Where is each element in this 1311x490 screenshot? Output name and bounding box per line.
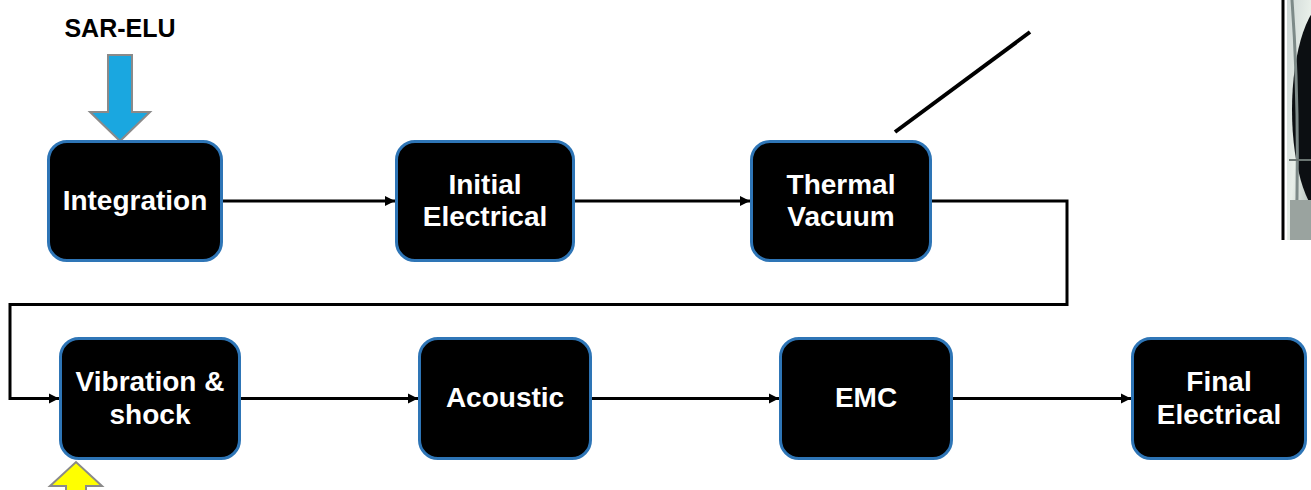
arrow-head (385, 196, 395, 206)
leader-line (895, 32, 1030, 132)
arrow-head (769, 394, 779, 404)
arrow-head (408, 394, 418, 404)
box-text: Final Electrical (1141, 366, 1297, 430)
input-label: SAR-ELU (64, 14, 175, 43)
process-box: Integration (47, 140, 223, 262)
flow-connector (575, 200, 750, 203)
box-text: Integration (63, 185, 208, 217)
photo-border (1282, 0, 1285, 240)
process-box: Initial Electrical (395, 140, 575, 262)
box-text: Thermal Vacuum (761, 169, 921, 233)
box-text: Vibration & shock (70, 366, 230, 430)
box-text: Acoustic (446, 382, 564, 414)
arrow-head (1121, 394, 1131, 404)
process-box: Final Electrical (1131, 337, 1307, 460)
box-text: Initial Electrical (406, 169, 564, 233)
process-box: Vibration & shock (59, 337, 241, 460)
arrow-head (740, 196, 750, 206)
process-box: Thermal Vacuum (750, 140, 932, 262)
flow-connector (592, 397, 779, 400)
flow-connector (223, 200, 395, 203)
box-text: EMC (835, 382, 897, 414)
arrow-head (49, 394, 59, 404)
process-box: EMC (779, 337, 953, 460)
input-arrow (90, 55, 150, 141)
flow-connector (953, 397, 1131, 400)
input-arrow (50, 462, 102, 490)
chamber-photo (1287, 0, 1311, 240)
process-box: Acoustic (418, 337, 592, 460)
flow-connector (241, 397, 418, 400)
